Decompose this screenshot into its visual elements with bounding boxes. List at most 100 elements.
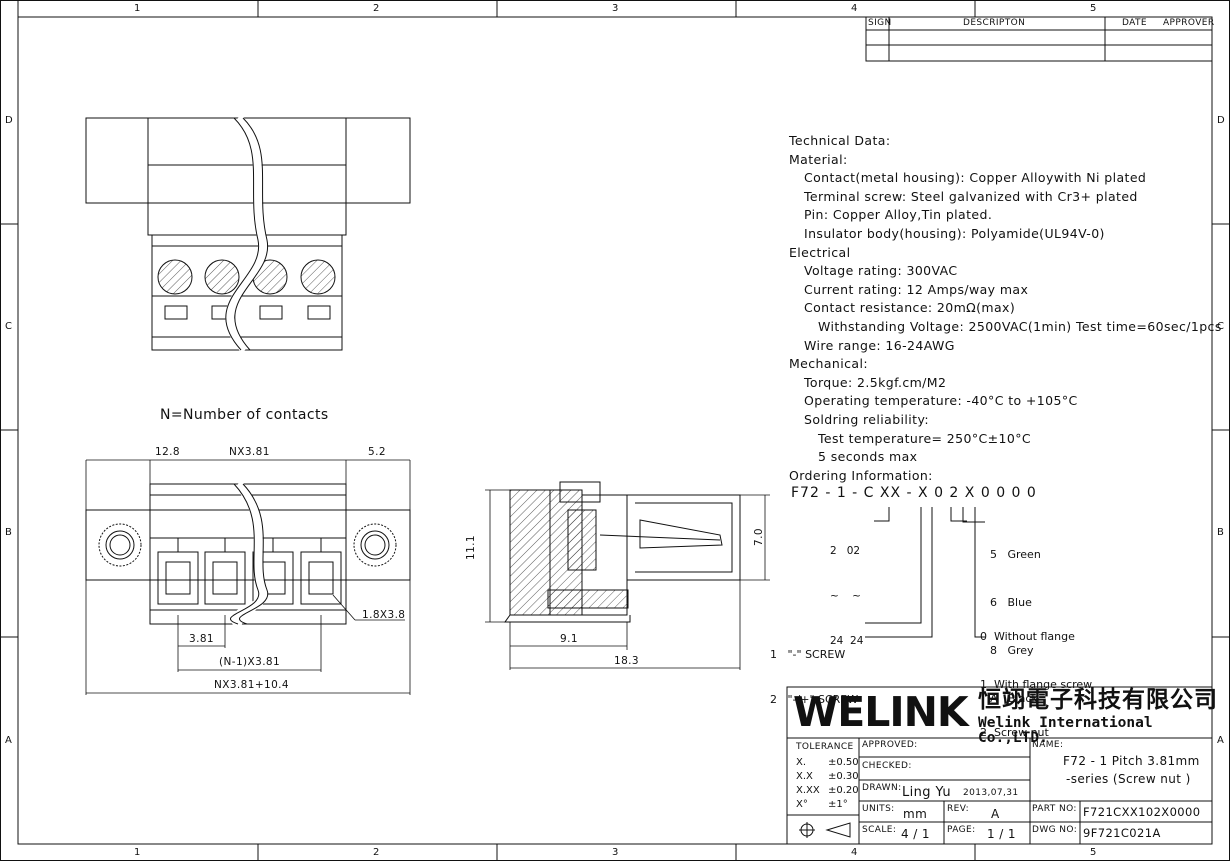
dim-slot: 1.8X3.8 [362,609,406,621]
flange-option: 2 Screw nut [980,726,1049,739]
contacts-caption: N=Number of contacts [160,407,329,423]
front-view [85,480,411,629]
tech-line: Wire range: 16-24AWG [804,337,955,353]
zone-row-b-left: B [5,527,12,538]
tech-line: Soldring reliability: [804,412,929,427]
part-no-label: PART NO: [1032,804,1077,814]
rev-approver-header: APPROVER [1163,18,1215,28]
checked-label: CHECKED: [862,761,912,771]
dim-pitch: NX3.81 [229,446,270,458]
color-options: 5 Green 6 Blue 8 Grey A Black [990,515,1041,723]
tolerance-table: X. ±0.50 X.X ±0.30 X.XX ±0.20 X° ±1° [796,756,859,812]
rev-description-header: DESCRIPTON [963,18,1026,28]
dim-overall: NX3.81+10.4 [214,679,290,691]
zone-col-3-bottom: 3 [612,847,619,858]
tolerance-key: X.XX [796,785,820,796]
contacts-option: ~ ~ [830,590,861,602]
screw-option: 1 "-" SCREW [770,648,846,661]
dwg-no-value: 9F721C021A [1083,826,1161,840]
flange-option: 1 With flange screw [980,678,1093,691]
dim-right: 5.2 [368,446,386,458]
tech-line: Voltage rating: 300VAC [804,263,958,279]
front-dimensions [85,459,411,695]
company-name-chinese: 恒翊電子科技有限公司 [978,686,1218,713]
revision-table-lines [865,16,1213,62]
zone-col-2-bottom: 2 [373,847,380,858]
units-label: UNITS: [862,804,895,814]
tech-line: Material: [789,151,848,167]
tech-line: Withstanding Voltage: 2500VAC(1min) Test… [818,319,1222,334]
tolerance-value: ±1° [828,799,848,810]
drawn-by: Ling Yu [902,785,951,800]
ordering-code: F72 - 1 - C XX - X 0 2 X 0 0 0 0 [791,485,1037,501]
tech-line: Electrical [789,244,851,260]
side-dimensions [485,489,770,670]
zone-row-b-right: B [1217,527,1224,538]
dim-length: 18.3 [614,655,639,667]
dim-left: 12.8 [155,446,180,458]
tech-line: Terminal screw: Steel galvanized with Cr… [804,188,1138,204]
ordering-leaders [865,507,985,638]
tech-line: Insulator body(housing): Polyamide(UL94V… [804,226,1105,241]
screw-option: 2 "-/+" SCREW [770,693,859,706]
part-name-line2: -series (Screw nut ) [1066,772,1191,786]
contacts-options: 2 02 ~ ~ 24 24 [830,514,863,664]
dim-one-pitch: 3.81 [189,633,214,645]
zone-col-1-top: 1 [134,3,141,14]
rev-value: A [991,807,1000,821]
color-option: A Black [990,692,1038,705]
company-name-english: Welink International Co.,LTD. [978,715,1153,746]
zone-row-c-left: C [5,321,12,332]
zone-col-4-bottom: 4 [851,847,858,858]
zone-row-a-right: A [1217,735,1224,746]
tech-line: Test temperature= 250°C±10°C [818,430,1032,446]
dim-height: 11.1 [465,535,477,560]
company-logo: WELINK [793,688,969,736]
contacts-option: 24 24 [830,635,864,647]
zone-col-1-bottom: 1 [134,847,141,858]
tolerance-value: ±0.30 [828,771,859,782]
scale-value: 4 / 1 [901,827,930,841]
approved-label: APPROVED: [862,740,918,750]
tolerance-key: X° [796,799,808,810]
contacts-option: 2 02 [830,545,861,557]
dim-depth: 9.1 [560,633,578,645]
tech-line: Ordering Information: [789,467,933,483]
units-value: mm [903,807,928,821]
zone-col-4-top: 4 [851,3,858,14]
top-view [85,114,411,354]
tech-line: Contact resistance: 20mΩ(max) [804,300,1016,316]
dim-pin-height: 7.0 [753,528,765,546]
zone-col-3-top: 3 [612,3,619,14]
tech-line: Contact(metal housing): Copper Alloywith… [804,170,1147,186]
page-label: PAGE: [947,825,976,835]
tolerance-value: ±0.20 [828,785,859,796]
tolerance-key: X.X [796,771,813,782]
side-view [504,481,741,623]
tech-line: Torque: 2.5kgf.cm/M2 [804,374,947,390]
page-value: 1 / 1 [987,827,1016,841]
tech-line: Technical Data: [789,133,891,148]
tech-line: 5 seconds max [818,449,918,465]
tolerance-value: ±0.50 [828,757,859,768]
zone-row-d-right: D [1217,115,1225,126]
zone-col-5-top: 5 [1090,3,1097,14]
color-option: 6 Blue [990,596,1032,609]
tech-line: Mechanical: [789,356,868,372]
zone-col-2-top: 2 [373,3,380,14]
zone-row-a-left: A [5,735,12,746]
part-no-value: F721CXX102X0000 [1083,805,1201,819]
tolerance-label: TOLERANCE [796,742,854,752]
tech-line: Operating temperature: -40°C to +105°C [804,393,1078,409]
tolerance-key: X. [796,757,807,768]
title-block-lines [786,686,1213,845]
flange-option: 0 Without flange [980,630,1075,643]
screw-options: 1 "-" SCREW 2 "-/+" SCREW [770,617,858,722]
rev-date-header: DATE [1122,18,1148,28]
color-option: 5 Green [990,548,1041,561]
drawn-label: DRAWN: [862,783,902,793]
part-name-line1: F72 - 1 Pitch 3.81mm [1063,754,1200,768]
zone-row-c-right: C [1217,321,1224,332]
